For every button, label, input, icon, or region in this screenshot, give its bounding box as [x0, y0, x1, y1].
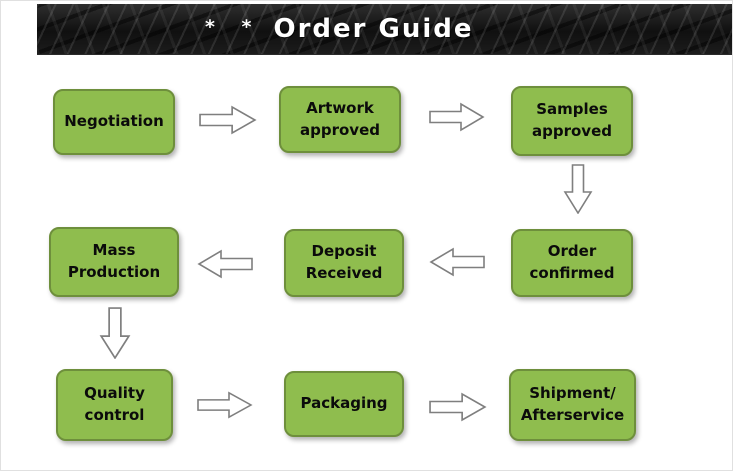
arrow-right-icon	[199, 105, 257, 135]
flow-node-negotiation: Negotiation	[53, 89, 175, 155]
node-label: Shipment/ Afterservice	[520, 384, 625, 424]
flow-node-deposit-received: Deposit Received	[284, 229, 404, 297]
flow-node-packaging: Packaging	[284, 371, 404, 437]
flow-node-mass-production: Mass Production	[49, 227, 179, 297]
flow-node-samples-approved: Samples approved	[511, 86, 633, 156]
header-banner: * * Order Guide	[37, 4, 732, 55]
node-label: Negotiation	[64, 112, 164, 131]
node-label: Mass Production	[67, 241, 161, 281]
flow-node-quality-control: Quality control	[56, 369, 173, 441]
node-label: Deposit Received	[305, 242, 383, 282]
star-decoration-icon: * *	[205, 16, 262, 38]
flow-node-shipment-afterservice: Shipment/ Afterservice	[509, 369, 636, 441]
arrow-down-icon	[563, 164, 593, 214]
node-label: Order confirmed	[529, 242, 615, 282]
arrow-right-icon	[429, 392, 487, 422]
node-label: Packaging	[300, 394, 388, 413]
arrow-right-icon	[197, 391, 253, 419]
node-label: Samples approved	[532, 100, 612, 140]
arrow-down-icon	[99, 307, 131, 359]
arrow-left-icon	[197, 249, 253, 279]
node-label: Artwork approved	[300, 98, 380, 139]
node-label: Quality control	[84, 384, 145, 424]
flow-node-order-confirmed: Order confirmed	[511, 229, 633, 297]
header-title-group: * * Order Guide	[205, 4, 474, 54]
page-title: Order Guide	[273, 14, 474, 44]
flow-node-artwork-approved: Artwork approved	[279, 86, 401, 153]
arrow-right-icon	[429, 102, 485, 132]
arrow-left-icon	[429, 247, 485, 277]
